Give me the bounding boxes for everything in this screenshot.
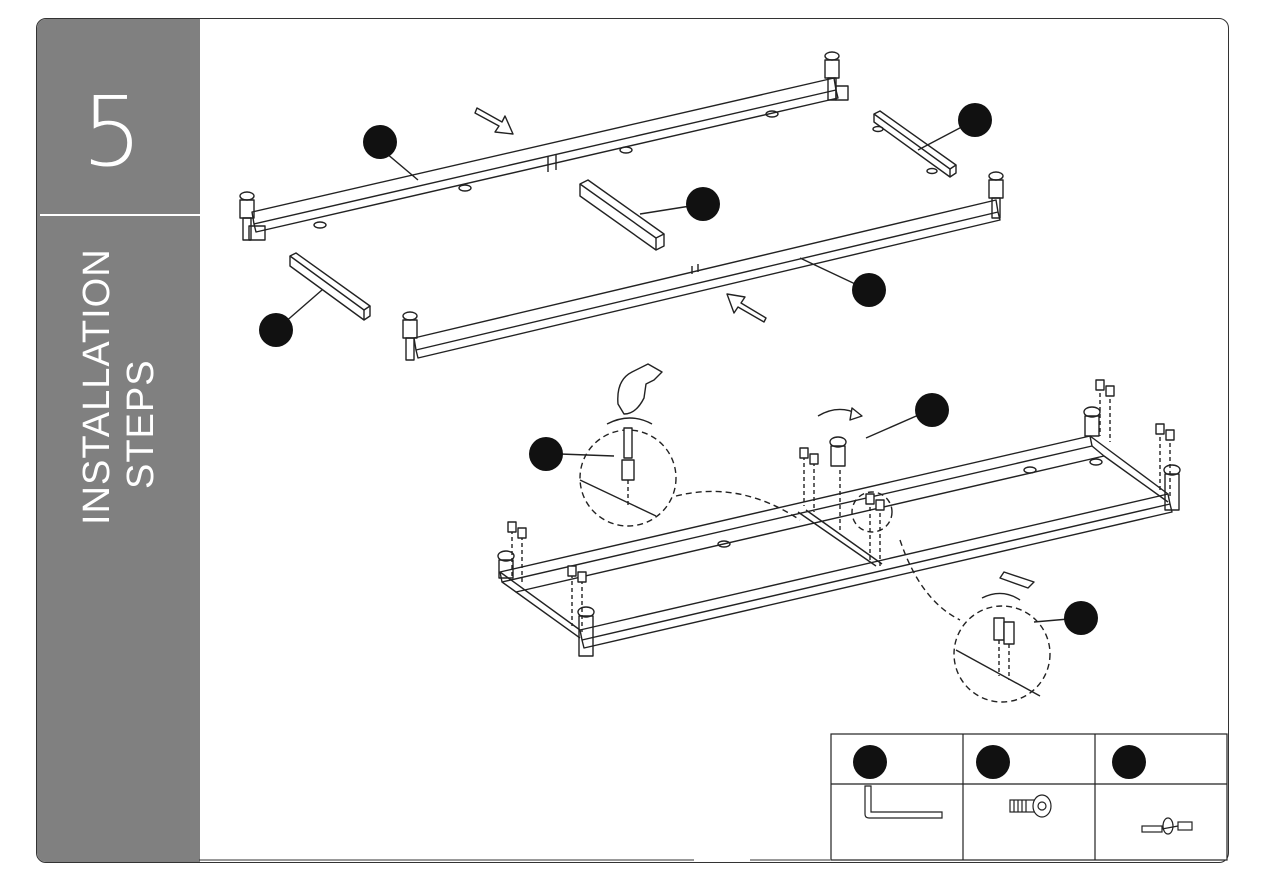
foot-front-left [403, 312, 417, 360]
crossbar-right [873, 111, 956, 177]
marker-foot-rotate [915, 393, 949, 427]
marker-crossbar-right [958, 103, 992, 137]
parts-legend [831, 734, 1227, 860]
legend-marker-2 [976, 745, 1010, 779]
marker-crossbar-middle [686, 187, 720, 221]
allen-key-small-icon [1000, 572, 1034, 588]
marker-allen-key [1064, 601, 1098, 635]
legend-marker-3 [1112, 745, 1146, 779]
foot-back-right [825, 52, 848, 100]
back-rail [252, 78, 838, 232]
marker-bolt-detail [529, 437, 563, 471]
front-rail [414, 200, 1000, 358]
hand-icon [618, 364, 662, 414]
marker-back-rail [363, 125, 397, 159]
legend-marker-1 [853, 745, 887, 779]
crossbar-middle [580, 180, 664, 250]
crossbar-left [290, 253, 370, 320]
marker-crossbar-left [259, 313, 293, 347]
marker-front-rail [852, 273, 886, 307]
